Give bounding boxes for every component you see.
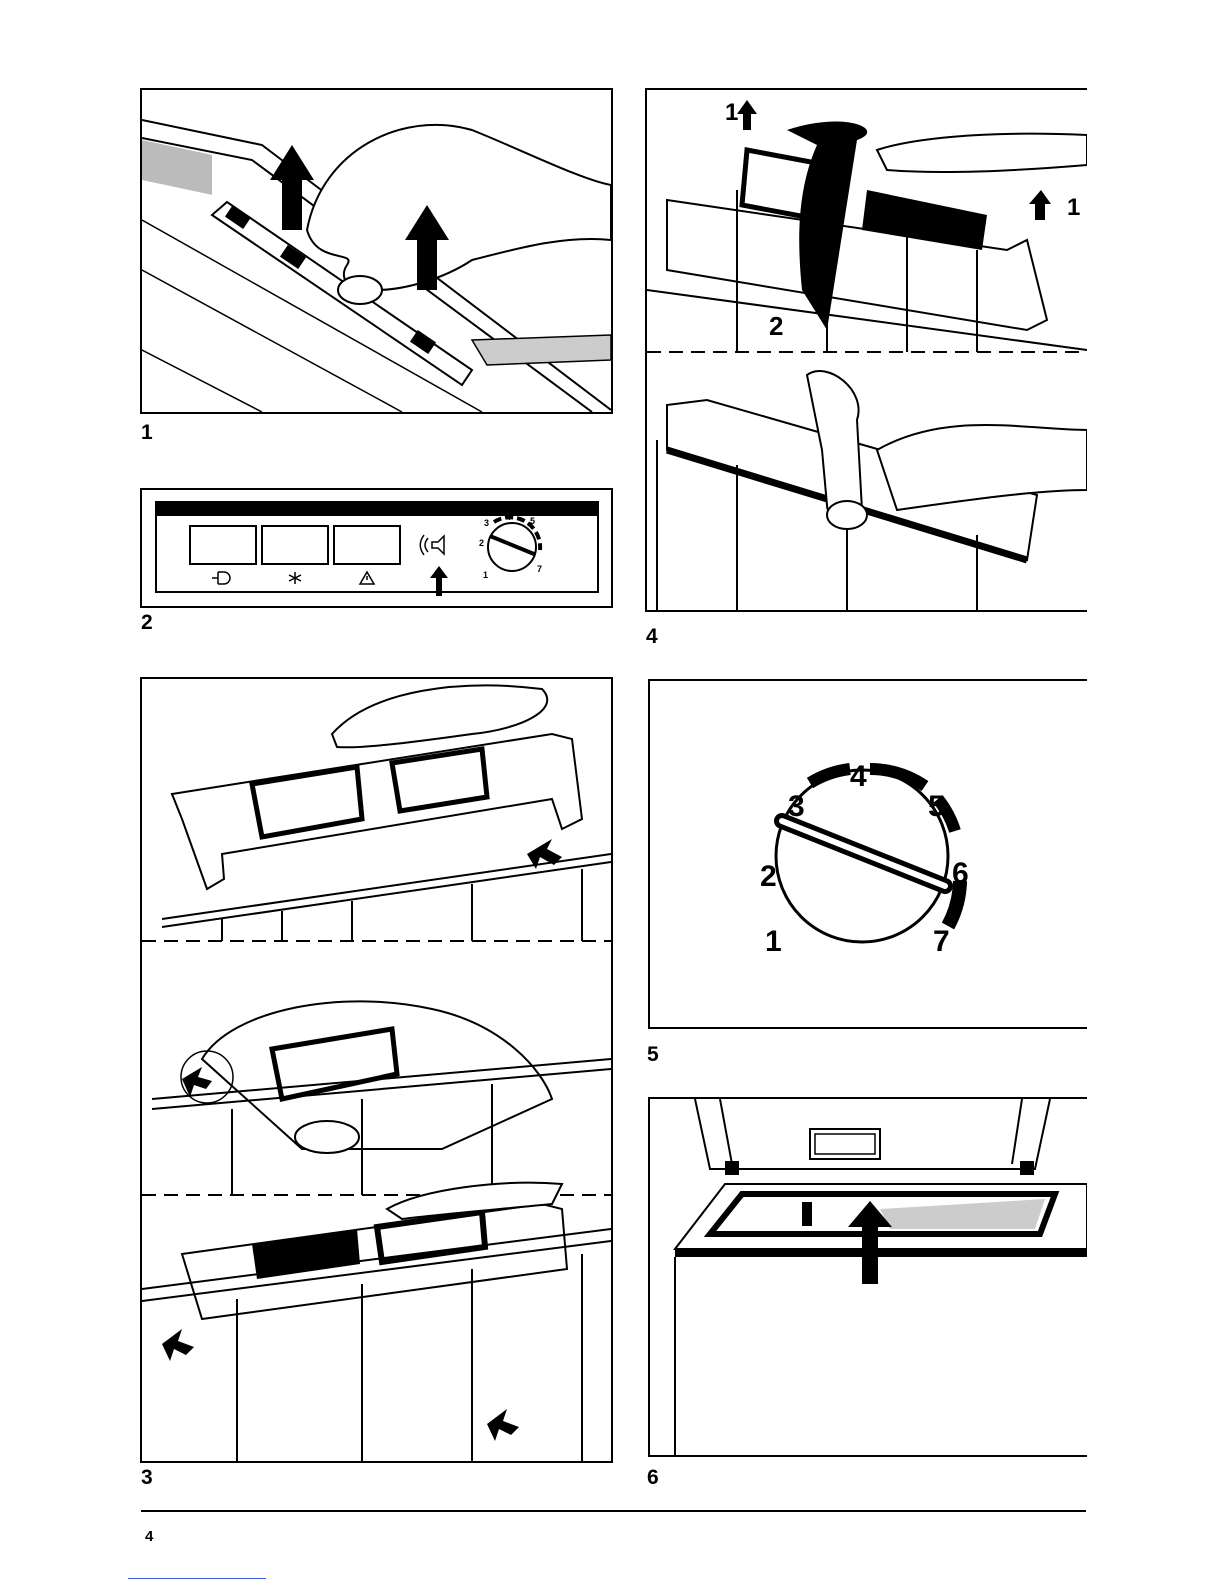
- dial-number-7: 7: [933, 925, 950, 958]
- fig4-arrow-label-lift: 1: [725, 99, 738, 126]
- svg-text:2: 2: [479, 538, 484, 548]
- figure-4-step-b: [657, 371, 1087, 610]
- svg-text:1: 1: [483, 570, 488, 580]
- thermostat-dial-illustration: 1 2 3 4 5 6 7: [650, 681, 1087, 1027]
- dial-number-5: 5: [928, 790, 945, 823]
- figure-6-panel: [648, 1097, 1087, 1457]
- figure-4-step-a: 1 1 2: [647, 99, 1087, 352]
- figure-2-label: 2: [141, 612, 153, 633]
- figure-3-panel: [140, 677, 613, 1463]
- figure-5-label: 5: [647, 1044, 659, 1065]
- page-number: 4: [145, 1528, 153, 1545]
- chest-freezer-illustration: [650, 1099, 1087, 1455]
- figure-2-panel: 3 4 5 2 1 7: [140, 488, 613, 608]
- svg-text:4: 4: [506, 512, 511, 522]
- svg-text:7: 7: [537, 564, 542, 574]
- dial-number-3: 3: [788, 790, 805, 823]
- svg-text:3: 3: [484, 518, 489, 528]
- warning-icon: [360, 572, 374, 584]
- dial-number-2: 2: [760, 860, 777, 893]
- figure-3-step-b: [152, 1001, 611, 1195]
- control-panel-illustration: 3 4 5 2 1 7: [142, 490, 611, 606]
- snowflake-icon: [289, 572, 301, 584]
- figure-3-step-c: [142, 1183, 611, 1461]
- small-thermostat-dial: 3 4 5 2 1 7: [479, 512, 542, 580]
- figure-6-label: 6: [647, 1467, 659, 1488]
- lamp-indicator: [190, 526, 256, 564]
- figure-4-illustration: 1 1 2: [647, 90, 1087, 610]
- alarm-speaker-icon: [420, 535, 444, 555]
- figure-3-step-a: [162, 685, 611, 941]
- figure-3-label: 3: [141, 1467, 153, 1488]
- figure-1-illustration: [142, 90, 611, 412]
- dial-number-1: 1: [765, 925, 782, 958]
- svg-text:5: 5: [530, 516, 535, 526]
- figure-4-label: 4: [646, 626, 658, 647]
- dial-number-4: 4: [850, 760, 867, 793]
- lamp-icon: [212, 572, 230, 584]
- warning-indicator: [334, 526, 400, 564]
- dial-number-6: 6: [952, 857, 969, 890]
- fig4-arrow-label-lift-right: 1: [1067, 194, 1080, 221]
- thermostat-sensor-icon: [802, 1202, 812, 1226]
- figure-5-panel: 1 2 3 4 5 6 7: [648, 679, 1087, 1029]
- fig4-arrow-label-rotate: 2: [769, 311, 783, 341]
- figure-3-illustration: [142, 679, 611, 1461]
- figure-4-panel: 1 1 2: [645, 88, 1087, 612]
- freeze-indicator: [262, 526, 328, 564]
- figure-1-label: 1: [141, 422, 153, 443]
- bottom-link-underline: [128, 1578, 266, 1579]
- footer-rule: [141, 1510, 1086, 1512]
- figure-1-panel: [140, 88, 613, 414]
